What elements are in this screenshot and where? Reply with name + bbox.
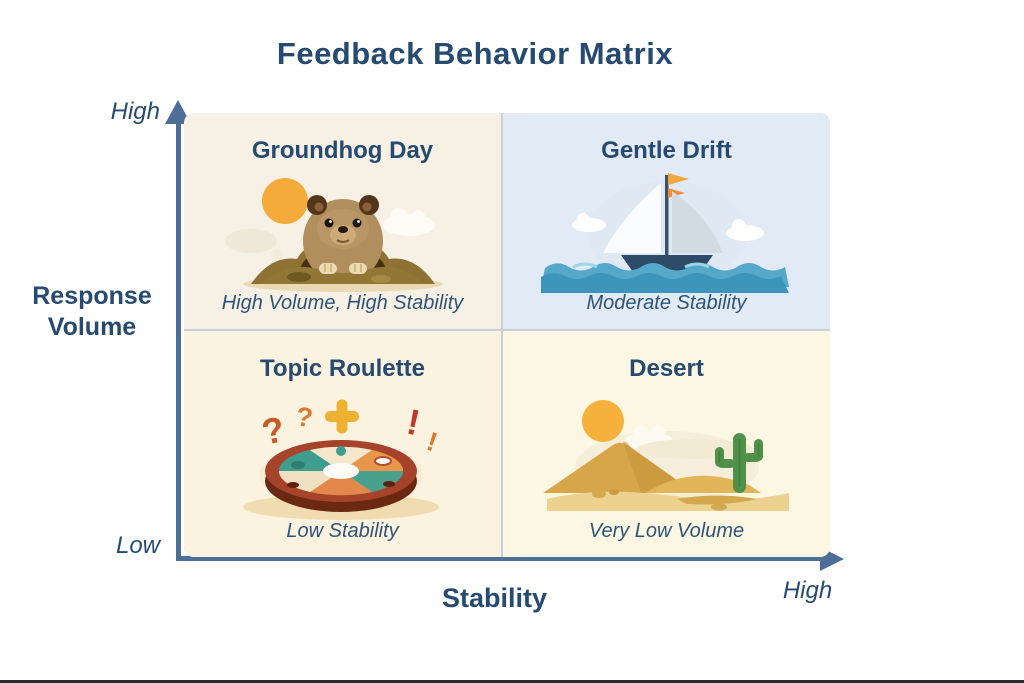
plus-icon bbox=[324, 399, 359, 434]
cloud-icon bbox=[725, 219, 764, 241]
question-mark-icon: ? bbox=[258, 408, 288, 453]
sun-icon bbox=[581, 400, 624, 442]
roulette-wheel-icon: ? ? ! ! bbox=[242, 399, 441, 520]
x-axis-line bbox=[176, 556, 822, 561]
dune-shade bbox=[622, 441, 695, 493]
cloud-icon bbox=[270, 249, 283, 261]
quadrant-caption: High Volume, High Stability bbox=[221, 292, 464, 314]
mast bbox=[664, 175, 668, 255]
desert-icon bbox=[542, 400, 789, 511]
mound-patch bbox=[286, 272, 311, 282]
wave-highlight bbox=[571, 262, 710, 269]
rim-spot bbox=[382, 481, 395, 487]
desert-illustration bbox=[503, 387, 830, 525]
y-axis-high-label: High bbox=[110, 98, 160, 125]
page-title: Feedback Behavior Matrix bbox=[276, 36, 674, 71]
groundhog-icon bbox=[224, 178, 443, 292]
groundhog-paws bbox=[318, 263, 367, 274]
segment-token bbox=[290, 461, 305, 469]
roulette-illustration: ? ? ! ! bbox=[184, 387, 501, 525]
flag-icon bbox=[667, 173, 689, 185]
quadrant-gentle-drift: Gentle Drift bbox=[503, 113, 830, 329]
sail-right bbox=[671, 191, 723, 253]
quadrant-title: Gentle Drift bbox=[601, 137, 732, 164]
quadrant-title: Groundhog Day bbox=[251, 137, 434, 164]
cloud-icon bbox=[571, 213, 606, 232]
quadrant-desert: Desert bbox=[503, 331, 830, 557]
exclamation-mark-icon: ! bbox=[403, 401, 423, 444]
sun-icon bbox=[261, 178, 308, 224]
quadrant-groundhog-day: Groundhog Day bbox=[184, 113, 501, 329]
y-axis-line bbox=[176, 124, 181, 560]
sand-foreground bbox=[546, 491, 789, 511]
sailboat-illustration bbox=[503, 167, 830, 295]
sail-left bbox=[602, 183, 661, 253]
groundhog-illustration bbox=[184, 167, 501, 295]
quadrant-caption: Moderate Stability bbox=[586, 292, 747, 314]
segment-token bbox=[335, 446, 346, 456]
bottom-border-line bbox=[0, 680, 1024, 683]
sand-streak bbox=[676, 495, 757, 505]
groundhog-body bbox=[302, 195, 383, 283]
x-axis-label: Stability bbox=[441, 583, 548, 613]
quadrant-topic-roulette: Topic Roulette bbox=[184, 331, 501, 557]
wave-front bbox=[540, 273, 789, 293]
quadrant-grid: Groundhog Day bbox=[184, 113, 830, 557]
y-axis-low-label: Low bbox=[115, 532, 160, 559]
mound-patch bbox=[370, 275, 391, 283]
sailboat-icon bbox=[540, 173, 789, 293]
wheel-center bbox=[322, 463, 359, 479]
question-mark-icon: ? bbox=[294, 401, 315, 433]
quadrant-title: Topic Roulette bbox=[260, 355, 425, 382]
cloud-icon bbox=[224, 229, 277, 253]
rim-spot bbox=[286, 482, 299, 488]
rock bbox=[710, 503, 727, 511]
rock bbox=[608, 489, 619, 495]
quadrant-caption: Low Stability bbox=[286, 520, 399, 542]
dune-mid bbox=[644, 475, 761, 493]
segment-ring bbox=[373, 456, 392, 466]
quadrant-title: Desert bbox=[629, 355, 704, 382]
quadrant-caption: Very Low Volume bbox=[588, 520, 745, 542]
x-axis-high-label: High bbox=[782, 577, 833, 604]
paw-lines bbox=[323, 264, 362, 272]
cloud-icon bbox=[382, 208, 435, 236]
y-axis-label: Response Volume bbox=[32, 282, 152, 341]
exclamation-mark-icon: ! bbox=[423, 426, 441, 457]
cactus-icon bbox=[714, 433, 763, 493]
rock bbox=[591, 490, 606, 498]
